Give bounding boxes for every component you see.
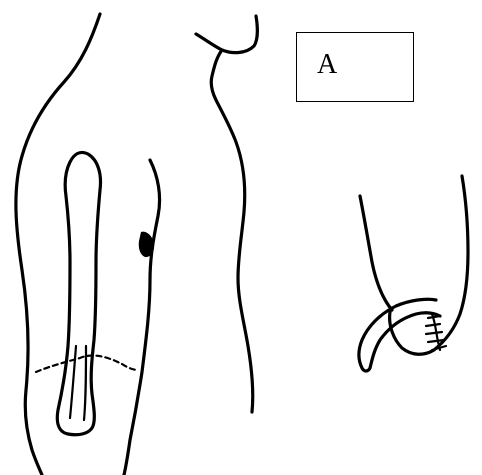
flap-hook <box>359 299 440 371</box>
wound-mark <box>139 232 154 257</box>
panel-label-box: A <box>296 32 414 102</box>
stump-left-edge <box>360 196 392 310</box>
bone-inner-line <box>70 346 76 418</box>
panel-label: A <box>317 49 337 81</box>
arm-inner-contour <box>124 160 160 475</box>
torso-side-contour <box>211 50 253 412</box>
torso-contour <box>196 16 257 53</box>
long-bone-outline <box>57 152 100 434</box>
stump-right-edge <box>390 176 468 354</box>
